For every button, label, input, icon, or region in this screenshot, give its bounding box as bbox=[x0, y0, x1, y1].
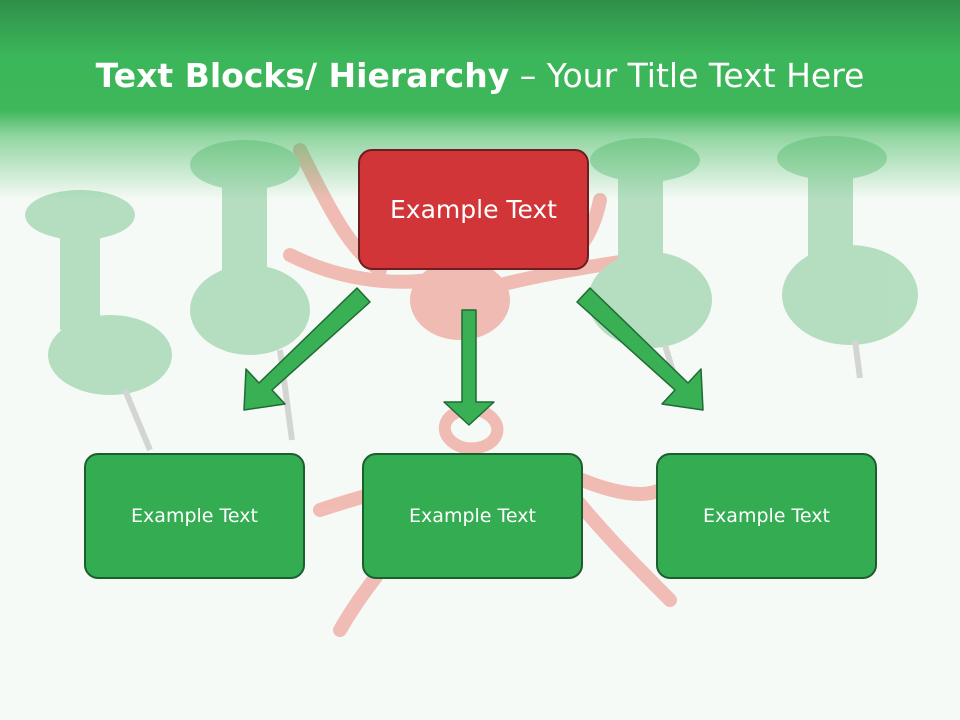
arrow-left-icon bbox=[243, 287, 371, 411]
arrow-right-icon bbox=[576, 287, 704, 411]
title-rest-part: – Your Title Text Here bbox=[509, 56, 865, 95]
child-box-center[interactable]: Example Text bbox=[362, 453, 583, 579]
child-box-left[interactable]: Example Text bbox=[84, 453, 305, 579]
child-box-right-label: Example Text bbox=[703, 505, 830, 527]
title-bold-part: Text Blocks/ Hierarchy bbox=[95, 56, 510, 95]
top-level-box[interactable]: Example Text bbox=[358, 149, 589, 270]
child-box-left-label: Example Text bbox=[131, 505, 258, 527]
slide-title: Text Blocks/ Hierarchy – Your Title Text… bbox=[0, 54, 960, 98]
top-level-box-label: Example Text bbox=[390, 195, 557, 224]
arrow-down-icon bbox=[443, 309, 495, 426]
child-box-right[interactable]: Example Text bbox=[656, 453, 877, 579]
child-box-center-label: Example Text bbox=[409, 505, 536, 527]
